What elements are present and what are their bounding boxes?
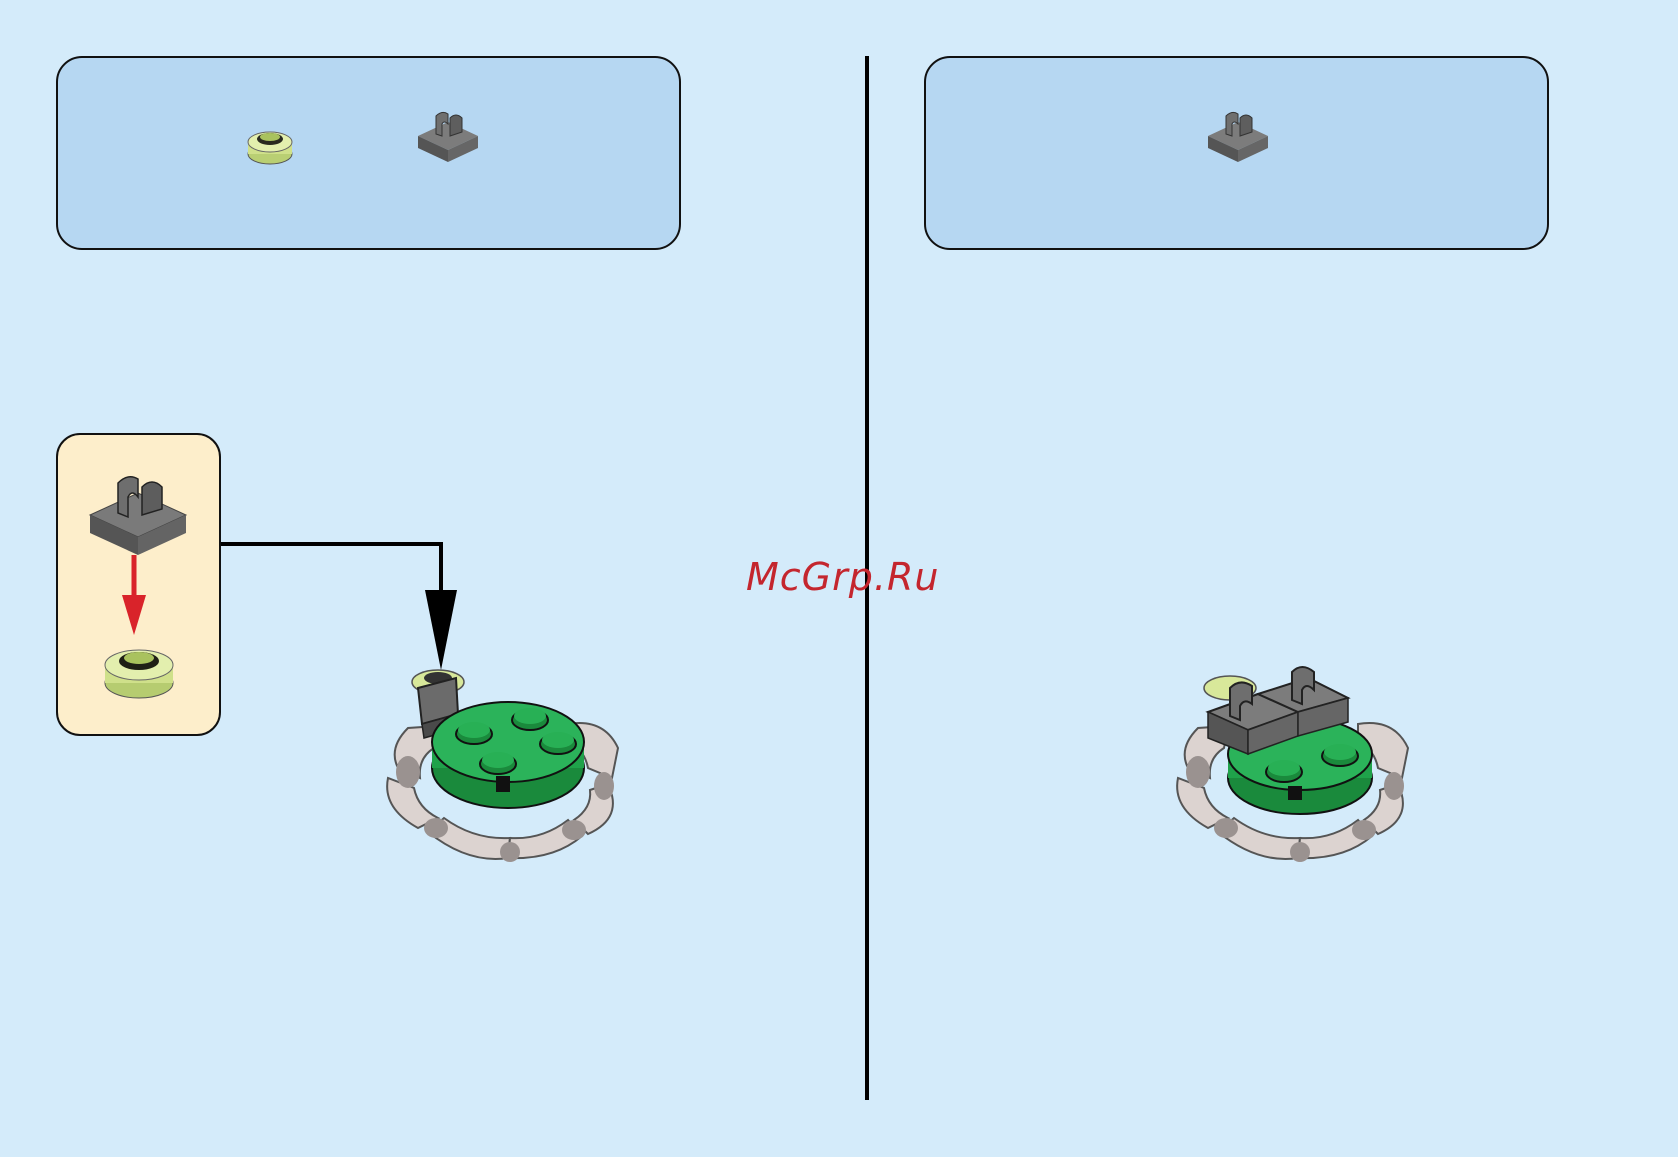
round-plate-1x1-icon: [246, 124, 294, 166]
clip-tile-1x1-icon: [88, 469, 188, 559]
model-step-left-icon: [378, 668, 636, 868]
clip-tile-1x1-icon: [1206, 106, 1270, 164]
sub-assembly-callout: [56, 433, 221, 736]
model-step-right-icon: [1168, 668, 1426, 868]
clip-tile-1x1-icon: [416, 106, 480, 164]
parts-list-step-left: [56, 56, 681, 250]
placement-arrow: [221, 540, 461, 672]
attach-arrow-icon: [120, 555, 148, 637]
parts-list-step-right: [924, 56, 1549, 250]
watermark-text: McGrp.Ru: [746, 555, 939, 599]
round-plate-1x1-icon: [102, 639, 176, 701]
